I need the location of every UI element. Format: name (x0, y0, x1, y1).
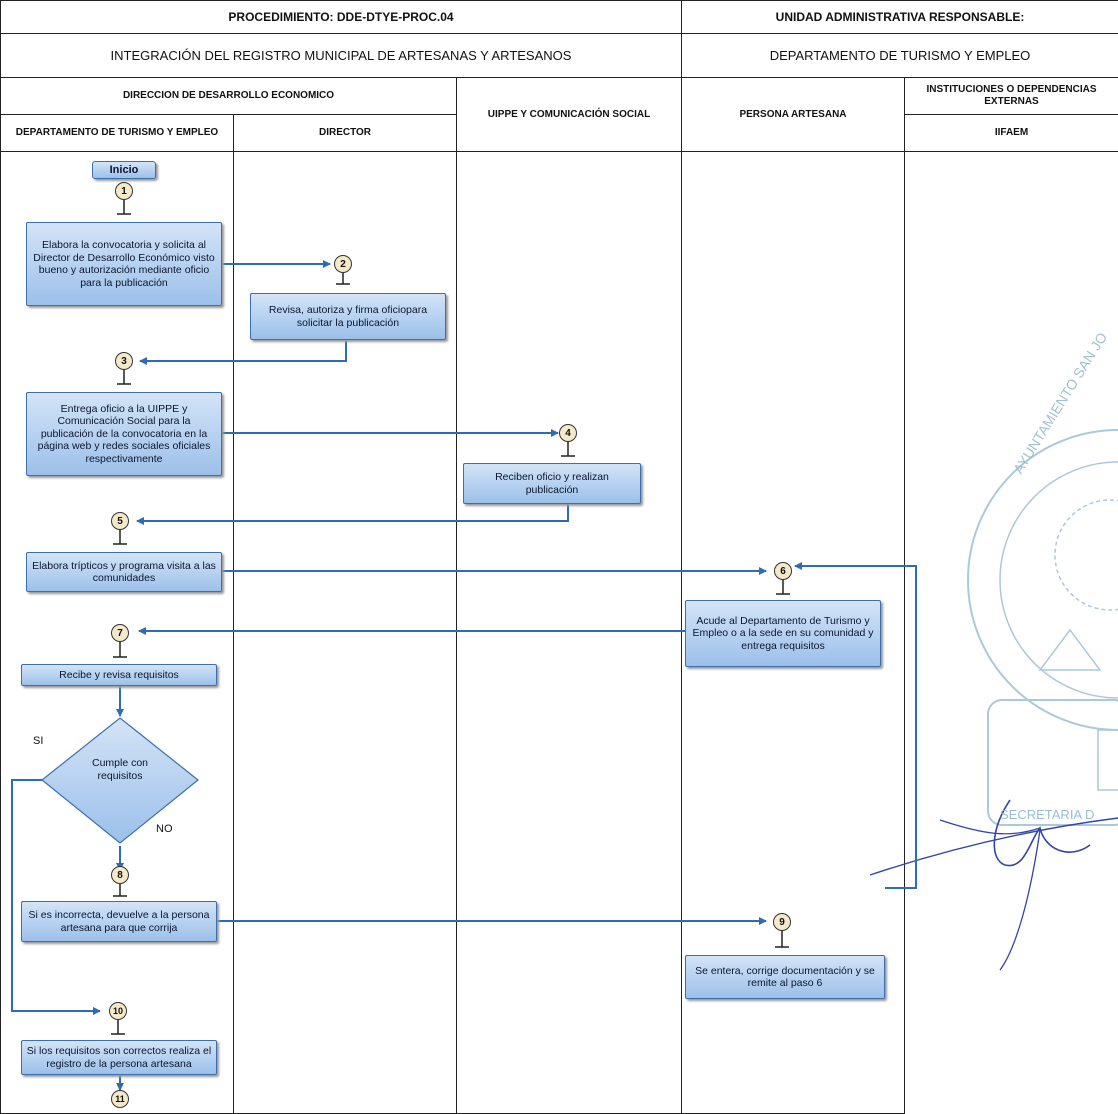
step-number-10: 10 (109, 1002, 127, 1020)
stamp-text-bottom: SECRETARIA D (1000, 807, 1095, 822)
step-10-box: Si los requisitos son correctos realiza … (21, 1040, 217, 1075)
step-9-box: Se entera, corrige documentación y se re… (685, 955, 885, 999)
step-5-box: Elabora trípticos y programa visita a la… (26, 552, 222, 592)
lane-iifaem (904, 151, 1118, 1114)
step-1-box: Elabora la convocatoria y solicita al Di… (26, 222, 222, 306)
step-number-7: 7 (111, 624, 129, 642)
decision-label: Cumple con requisitos (91, 757, 149, 782)
step-2-box: Revisa, autoriza y firma oficiopara soli… (250, 293, 446, 340)
step-3-box: Entrega oficio a la UIPPE y Comunicación… (26, 392, 222, 476)
step-number-1: 1 (115, 182, 133, 200)
step-number-2: 2 (334, 255, 352, 273)
step-number-4: 4 (559, 424, 577, 442)
step-number-9: 9 (773, 913, 791, 931)
step-6-box: Acude al Departamento de Turismo y Emple… (685, 600, 881, 667)
step-number-11: 11 (111, 1090, 129, 1108)
lane-header-iifaem: IIFAEM (904, 114, 1118, 152)
step-7-box: Recibe y revisa requisitos (21, 664, 217, 686)
official-stamp (967, 429, 1118, 826)
decision-yes-label: SI (33, 735, 44, 747)
signature (869, 799, 1118, 971)
step-number-6: 6 (774, 562, 792, 580)
step-4-box: Reciben oficio y realizan publicación (463, 463, 641, 504)
decision-no-label: NO (156, 823, 173, 835)
step-number-5: 5 (111, 512, 129, 530)
start-terminal: Inicio (92, 161, 156, 179)
step-8-box: Si es incorrecta, devuelve a la persona … (21, 901, 217, 942)
step-number-3: 3 (115, 352, 133, 370)
decision-diamond (41, 717, 199, 844)
step-number-8: 8 (111, 866, 129, 884)
